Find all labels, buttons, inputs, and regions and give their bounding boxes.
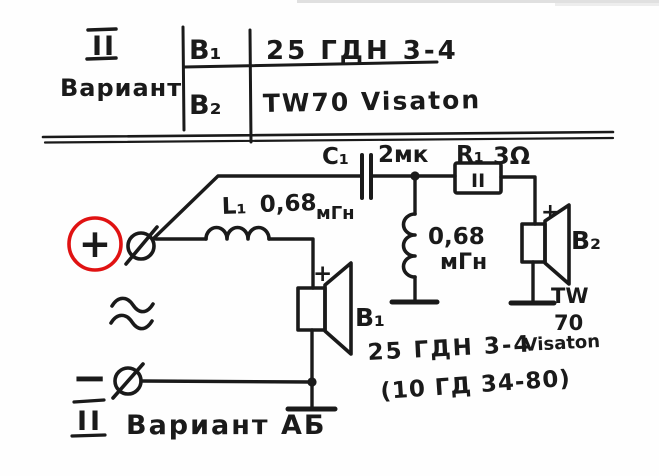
scan-artifact [555,3,659,6]
ac-symbol [109,296,155,331]
parts-table: II Вариант B₁ 25 ГДН 3-4 B₂ TW70 Visaton [60,25,482,144]
r1-designator: R₁ [456,142,484,168]
separator-rule [41,130,615,144]
roman-numeral-underline [85,56,118,61]
b2-model-line1: TW [551,284,589,308]
b2-model-line2: 70 [554,311,583,335]
terminal-circle [126,231,156,261]
b2-designator: B₂ [571,226,601,255]
table-row2-model: TW70 Visaton [263,85,482,118]
resistor-r1: II R₁ 3Ω [453,142,530,195]
resistor-body [453,161,503,195]
table-row1-designator: B₁ [189,35,221,66]
terminal-circle [113,366,143,396]
l1-designator: L₁ [221,193,247,220]
inductor-l1: L₁ 0,68 мГн [204,190,355,241]
b1-designator: B₁ [355,303,385,332]
l1-unit: мГн [316,203,355,224]
separator-line-bottom [43,136,615,144]
table-vertical-line-1 [181,25,186,132]
l1-value: 0,68 [259,190,317,218]
input-terminal-minus: − [72,353,145,402]
speaker-b2: + B₂ TW 70 Visaton [508,200,601,356]
tilde-top [110,296,155,314]
separator-line-top [41,130,615,139]
plus-sign: + [79,222,112,267]
c1-value: 2мк [378,142,429,168]
table-row2-designator: B₂ [189,90,221,121]
scan-artifact [297,0,659,3]
roman-numeral-underline [70,433,107,438]
r1-marking: II [471,170,485,192]
table-variant-label: Вариант [60,74,182,102]
b1-polarity: + [313,261,332,287]
footer-caption: II Вариант АБ [70,398,326,441]
footer-variant-label: Вариант АБ [126,410,326,441]
speaker-b1: + B₁ 25 ГДН 3-4 (10 ГД 34-80) [285,261,572,412]
red-highlight-circle [67,216,123,272]
b2-model-line3: Visaton [523,331,600,356]
capacitor-c1: C₁ 2мк [322,142,429,200]
roman-numeral-overline [72,398,106,404]
inductor-coil [204,225,271,241]
table-row1-model: 25 ГДН 3-4 [266,36,459,66]
minus-sign: − [72,353,107,402]
inductor-coil [401,212,417,279]
table-variant-numeral: II [92,31,116,62]
l2-unit: мГн [440,250,487,275]
terminal-slash [124,225,159,266]
c1-designator: C₁ [322,144,349,170]
roman-numeral-overline [86,27,118,32]
speaker-magnet [296,286,327,332]
speaker-cone [323,261,353,356]
b1-model: 25 ГДН 3-4 [367,331,532,366]
tilde-bottom [109,313,154,331]
junction-dot-c1 [410,171,420,181]
l2-value: 0,68 [428,224,485,250]
r1-value: 3Ω [493,142,530,170]
terminal-slash [111,362,145,400]
b1-model-alt: (10 ГД 34-80) [380,366,572,405]
table-vertical-line-2 [248,28,253,144]
footer-variant-numeral: II [77,406,103,437]
speaker-cone [543,203,571,286]
inductor-l2: 0,68 мГн [389,212,487,305]
wire-r1-to-b2 [499,175,537,226]
table-row-divider [182,60,439,69]
wire-input-to-c1 [151,174,362,241]
wires [139,171,537,409]
junction-dot-b1 [307,377,317,387]
input-terminal-plus: + [67,216,159,272]
wire-minus-to-junction [139,379,314,384]
wire-l1-to-b1 [267,237,315,290]
speaker-magnet [520,222,547,264]
